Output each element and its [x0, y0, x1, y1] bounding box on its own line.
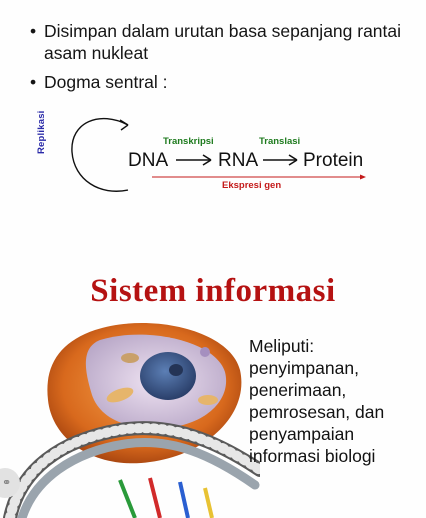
- bullet-text: Dogma sentral :: [44, 72, 168, 92]
- label-replikasi: Replikasi: [36, 110, 47, 154]
- organelle: [106, 387, 134, 403]
- meliputi-line: penyampaian: [249, 424, 355, 444]
- nucleolus: [169, 364, 183, 376]
- meliputi-line: penyimpanan,: [249, 358, 359, 378]
- organelle: [200, 347, 210, 357]
- label-dna: DNA: [128, 150, 169, 171]
- label-rna: RNA: [218, 150, 259, 171]
- replication-arrowhead: [119, 119, 129, 131]
- bullet-marker: •: [30, 21, 37, 41]
- bullet-text: Disimpan dalam urutan basa sepanjang ran…: [44, 21, 402, 63]
- nucleus: [140, 352, 196, 400]
- replication-loop-arrow: [71, 117, 129, 192]
- label-ekspresi-gen: Ekspresi gen: [222, 180, 282, 191]
- meliputi-line: Meliputi:: [249, 336, 315, 356]
- cell-illustration: [3, 323, 260, 518]
- bullet-item-dogma: • Dogma sentral :: [30, 71, 410, 93]
- label-protein: Protein: [303, 150, 364, 171]
- label-translasi: Translasi: [259, 136, 301, 147]
- meliputi-line: informasi biologi: [249, 446, 376, 466]
- bullet-marker: •: [30, 72, 37, 92]
- label-transkripsi: Transkripsi: [163, 136, 214, 147]
- bullet-item-storage: • Disimpan dalam urutan basa sepanjang r…: [30, 20, 410, 64]
- meliputi-line: pemrosesan, dan: [249, 402, 385, 422]
- organelle: [198, 395, 218, 405]
- dna-helix: [3, 421, 260, 518]
- organelle: [121, 353, 139, 363]
- section-title: Sistem informasi: [90, 273, 336, 309]
- arrow-transcription: [176, 154, 212, 166]
- central-dogma-diagram: [71, 117, 366, 192]
- arrow-translation: [263, 154, 298, 166]
- overlay-avatar-button[interactable]: [0, 468, 20, 498]
- arrow-gene-expression: [152, 174, 366, 180]
- meliputi-line: penerimaan,: [249, 380, 347, 400]
- meliputi-text: Meliputi: penyimpanan, penerimaan, pemro…: [249, 335, 419, 467]
- link-icon: ⚭: [2, 477, 12, 489]
